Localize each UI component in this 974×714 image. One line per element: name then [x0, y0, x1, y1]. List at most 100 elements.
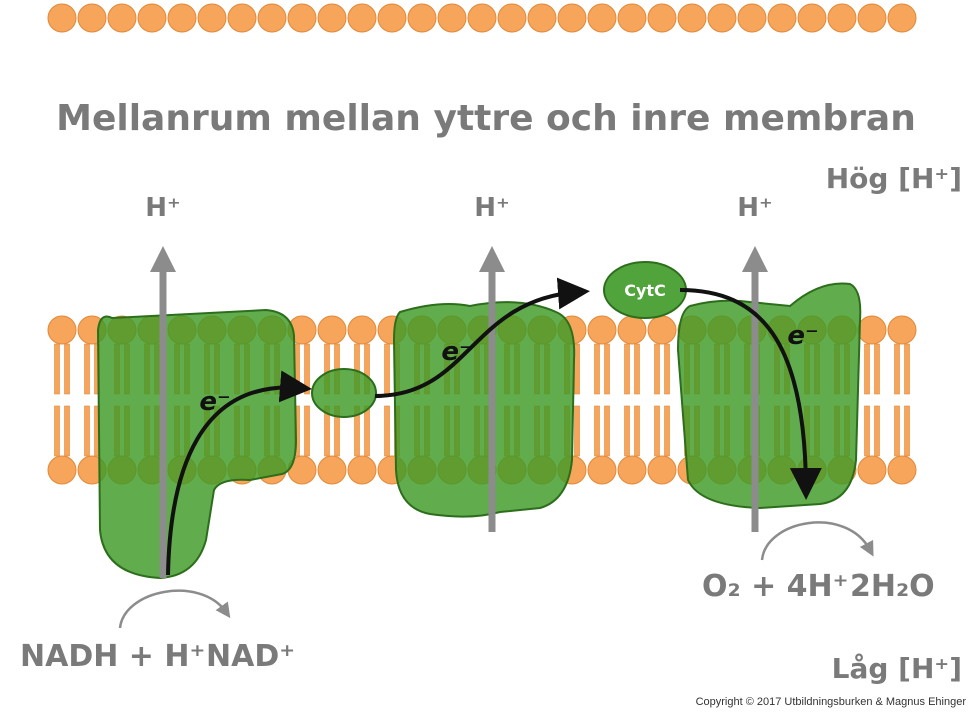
lipid-head	[887, 455, 917, 485]
lipid-head	[647, 455, 677, 485]
lipid-tail	[664, 343, 670, 395]
electron-path-2	[374, 277, 590, 398]
lipid-tail	[54, 405, 60, 457]
lipid-head	[227, 3, 257, 33]
lipid-tail	[604, 343, 610, 395]
lipid-head	[557, 3, 587, 33]
lipid-head	[317, 455, 347, 485]
lipid-tail	[874, 343, 880, 395]
lipid-tail	[864, 405, 870, 457]
nadh-label: NADH + H⁺	[20, 639, 205, 674]
low-concentration-label: Låg [H⁺]	[832, 652, 962, 685]
lipid-head	[527, 3, 557, 33]
lipid-tail	[874, 405, 880, 457]
lipid-head	[617, 315, 647, 345]
lipid-head	[647, 315, 677, 345]
high-concentration-label: Hög [H⁺]	[826, 162, 962, 195]
lipid-head	[677, 3, 707, 33]
lipid-head	[377, 3, 407, 33]
complex-3-protein	[392, 301, 576, 518]
oxygen-label: O₂ + 4H⁺	[702, 569, 848, 604]
lipid-head	[617, 455, 647, 485]
lipid-head	[137, 3, 167, 33]
oxygen-curl-arrow	[760, 521, 874, 561]
proton-arrowhead-3	[742, 246, 768, 272]
lipid-head	[77, 3, 107, 33]
lipid-tail	[574, 405, 580, 457]
lipid-head	[347, 315, 377, 345]
cytc-label: CytC	[624, 281, 666, 300]
lipid-head	[107, 3, 137, 33]
lipid-head	[167, 3, 197, 33]
lipid-head	[437, 3, 467, 33]
lipid-head	[737, 3, 767, 33]
lipid-tail	[654, 343, 660, 395]
lipid-tail	[604, 405, 610, 457]
electron-label-2: e⁻	[441, 337, 472, 367]
lipid-tail	[384, 405, 390, 457]
lipid-head	[407, 3, 437, 33]
lipid-head	[347, 3, 377, 33]
lipid-tail	[64, 343, 70, 395]
electron-label-3: e⁻	[787, 321, 818, 351]
lipid-head	[797, 3, 827, 33]
lipid-head	[827, 3, 857, 33]
lipid-tail	[574, 343, 580, 395]
electron-label-1: e⁻	[199, 387, 230, 417]
lipid-head	[317, 315, 347, 345]
lipid-tail	[364, 405, 370, 457]
outer-membrane	[47, 3, 917, 33]
lipid-head	[857, 455, 887, 485]
complex-1-protein	[96, 308, 298, 580]
lipid-tail	[384, 343, 390, 395]
lipid-tail	[634, 405, 640, 457]
lipid-head	[587, 315, 617, 345]
complex-4-protein	[676, 282, 862, 510]
electron-path-1	[166, 370, 312, 576]
lipid-head	[887, 315, 917, 345]
proton-label-1: H⁺	[145, 193, 180, 223]
lipid-head	[317, 3, 347, 33]
nadh-curl-arrow	[118, 589, 231, 629]
lipid-head	[587, 455, 617, 485]
lipid-head	[887, 3, 917, 33]
lipid-head	[857, 315, 887, 345]
proton-label-3: H⁺	[737, 193, 772, 223]
lipid-head	[197, 3, 227, 33]
lipid-tail	[54, 343, 60, 395]
lipid-head	[347, 455, 377, 485]
lipid-head	[47, 455, 77, 485]
diagram-title: Mellanrum mellan yttre och inre membran	[56, 98, 916, 139]
lipid-tail	[894, 343, 900, 395]
lipid-head	[287, 3, 317, 33]
lipid-tail	[654, 405, 660, 457]
lipid-head	[767, 3, 797, 33]
lipid-head	[257, 3, 287, 33]
lipid-head	[587, 3, 617, 33]
lipid-tail	[894, 405, 900, 457]
proton-arrowhead-1	[150, 246, 176, 272]
lipid-tail	[84, 405, 90, 457]
lipid-head	[647, 3, 677, 33]
lipid-tail	[904, 405, 910, 457]
lipid-tail	[634, 343, 640, 395]
lipid-tail	[594, 343, 600, 395]
lipid-head	[47, 3, 77, 33]
lipid-tail	[904, 343, 910, 395]
lipid-tail	[304, 343, 310, 395]
copyright-text: Copyright © 2017 Utbildningsburken & Mag…	[695, 696, 966, 708]
nad-label: NAD⁺	[206, 639, 295, 674]
lipid-head	[497, 3, 527, 33]
ubiquinone-blob	[311, 368, 377, 418]
proton-arrowhead-2	[479, 246, 505, 272]
lipid-tail	[864, 343, 870, 395]
lipid-tail	[304, 405, 310, 457]
water-label: 2H₂O	[850, 569, 935, 604]
proton-label-2: H⁺	[474, 193, 509, 223]
lipid-tail	[84, 343, 90, 395]
lipid-tail	[664, 405, 670, 457]
lipid-tail	[64, 405, 70, 457]
electron-path-3	[679, 288, 822, 500]
lipid-tail	[624, 405, 630, 457]
